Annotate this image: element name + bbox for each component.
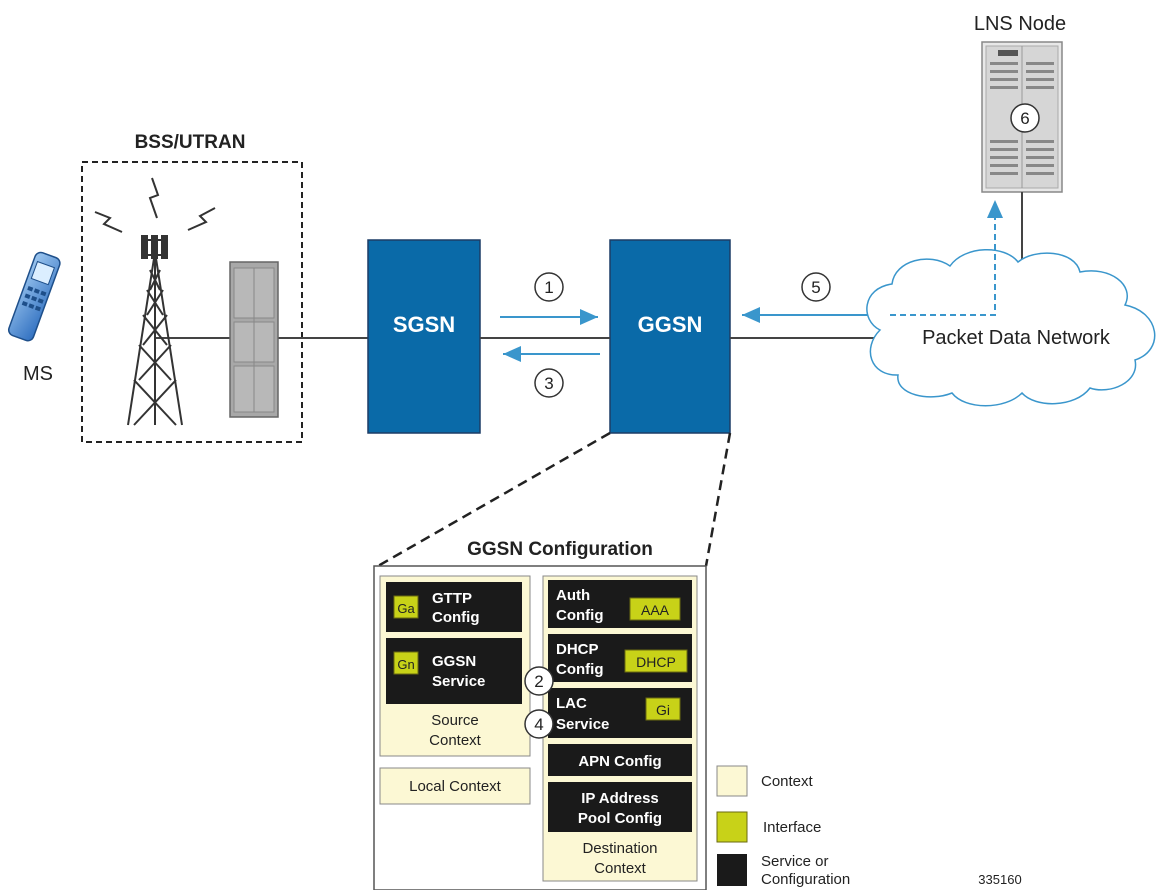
arrow-step-6 [890,200,1003,316]
dhcp-config-label-2: Config [556,661,603,678]
svg-text:2: 2 [534,672,543,691]
ggsn-label: GGSN [638,312,703,337]
destination-context-label-1: Destination [582,840,657,857]
svg-text:Ga: Ga [397,601,415,616]
step-2-marker: 2 [524,666,554,696]
ms-label: MS [23,363,53,385]
figure-id: 335160 [978,872,1021,887]
local-context-label: Local Context [409,778,502,795]
step-4-marker: 4 [524,709,554,739]
legend-service-label-1: Service or [761,853,829,870]
ip-pool-config-label-2: Pool Config [578,810,662,827]
ggsn-service-label-1: GGSN [432,653,476,670]
mobile-phone-icon [7,251,61,342]
bsc-cabinet-icon [229,261,279,418]
legend-context-label: Context [761,773,814,790]
svg-text:6: 6 [1020,109,1029,128]
svg-text:4: 4 [534,715,543,734]
ggsn-config-title: GGSN Configuration [467,539,653,560]
legend-service-swatch [717,854,747,886]
apn-config-block [548,744,692,776]
dhcp-config-label-1: DHCP [556,641,599,658]
lac-service-label-1: LAC [556,695,587,712]
gttp-config-label-2: Config [432,609,479,626]
gi-interface [645,697,681,721]
lns-node-label: LNS Node [974,13,1066,35]
sgsn-label: SGSN [393,312,455,337]
ggsn-node [609,239,731,434]
zoom-line-left [377,431,611,568]
ga-interface [393,595,419,619]
bss-utran-label: BSS/UTRAN [135,132,246,153]
svg-text:5: 5 [811,278,820,297]
step-1-marker: 1 [534,272,564,302]
auth-config-label-1: Auth [556,587,590,604]
lac-service-label-2: Service [556,716,609,733]
svg-text:Gi: Gi [656,702,670,718]
legend-service-label-2: Configuration [761,871,850,888]
step-6-marker: 6 [1010,103,1040,133]
step-5-marker: 5 [801,272,831,302]
sgsn-node [367,239,481,434]
zoom-line-right [704,432,732,567]
svg-text:Gn: Gn [397,657,414,672]
packet-data-network-cloud [866,249,1156,407]
ip-pool-config-label-1: IP Address [581,790,659,807]
svg-text:AAA: AAA [641,602,670,618]
step-3-marker: 3 [534,368,564,398]
legend-context-swatch [716,765,748,797]
gn-interface [393,651,419,675]
lns-server-icon [981,41,1063,193]
svg-text:DHCP: DHCP [636,654,676,670]
legend-interface-label: Interface [763,819,821,836]
source-context-label-2: Context [429,732,482,749]
ip-pool-config-block [548,782,692,832]
svg-text:3: 3 [544,374,553,393]
aaa-interface [629,597,681,621]
pdn-label: Packet Data Network [922,327,1111,349]
auth-config-label-2: Config [556,607,603,624]
svg-text:1: 1 [544,278,553,297]
local-context [379,767,531,805]
ggsn-service-label-2: Service [432,673,485,690]
source-context-label-1: Source [431,712,479,729]
bss-utran-boundary [81,161,303,443]
cell-tower-icon [94,177,216,426]
apn-config-label: APN Config [578,753,661,770]
legend-interface-swatch [716,811,748,843]
gttp-config-label-1: GTTP [432,590,472,607]
dhcp-interface [624,649,688,673]
destination-context-label-2: Context [594,860,647,877]
